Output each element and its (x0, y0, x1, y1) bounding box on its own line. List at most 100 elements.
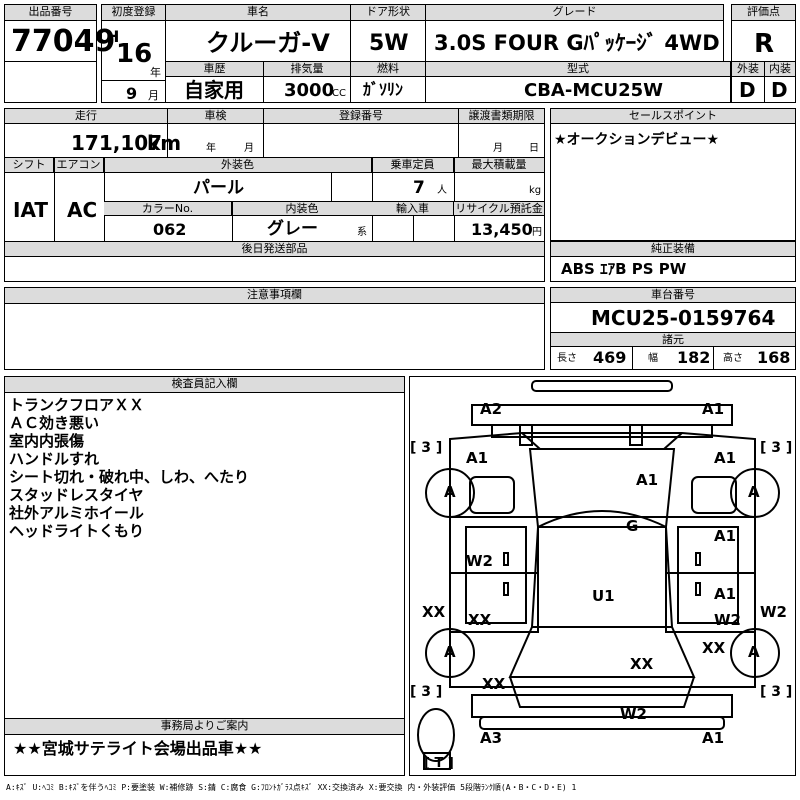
fuel: ｶﾞｿﾘﾝ (363, 80, 404, 99)
transfer-deadline-label: 譲渡書類期限 (459, 109, 544, 124)
grade-label: グレード (426, 5, 723, 21)
model-box: 型式 CBA-MCU25W (425, 61, 731, 103)
exterior-grade-box: 外装 D (731, 61, 765, 103)
reg-number-box: 登録番号 (263, 108, 459, 158)
history-box: 車歴 自家用 (165, 61, 264, 103)
interior-grade-box: 内装 D (764, 61, 796, 103)
grade-box: グレード 3.0S FOUR Gﾊﾟｯｹｰｼﾞ 4WD (425, 4, 724, 62)
equipment-box: 純正装備 ABS ｴｱB PS PW (550, 241, 796, 282)
car-name-label: 車名 (166, 5, 350, 21)
inspector-box: 検査員記入欄 トランクフロアＸＸ ＡＣ効き悪い 室内内張傷 ハンドルすれ シート… (4, 376, 405, 719)
transfer-day-unit: 日 (529, 143, 539, 154)
chassis-number: MCU25-0159764 (591, 306, 776, 330)
fuel-box: 燃料 ｶﾞｿﾘﾝ (350, 61, 426, 103)
mark-rear-bumper: W2 (620, 705, 647, 723)
shift: IAT (13, 198, 49, 222)
color-no: 062 (153, 220, 187, 239)
lot-number: 77049 (11, 24, 116, 59)
inspector-note: ＡＣ効き悪い (9, 414, 100, 432)
mark-fr-fender: A1 (714, 449, 737, 467)
spec-label: 諸元 (551, 332, 795, 347)
door-label: ドア形状 (351, 5, 425, 21)
displacement-unit: CC (332, 88, 346, 99)
mark-windshield: G (626, 517, 639, 535)
inspector-note: スタッドレスタイヤ (9, 486, 144, 504)
mark-left-front-door: W2 (466, 552, 493, 570)
history-label: 車歴 (166, 62, 263, 77)
height-label: 高さ (723, 353, 743, 364)
interior-grade: D (771, 78, 788, 102)
mark-tire-rl: A (444, 643, 456, 661)
shift-label: シフト (5, 158, 54, 173)
mark-right-front-door: A1 (714, 527, 737, 545)
mark-left-rocker: XX (422, 603, 446, 621)
recycle-fee: 13,450 (471, 220, 533, 239)
lot-blank-box (4, 61, 97, 103)
grade: 3.0S FOUR Gﾊﾟｯｹｰｼﾞ 4WD (434, 31, 720, 55)
mark-rear-right: A1 (702, 729, 725, 747)
color-no-label: カラーNo. (104, 201, 232, 216)
inspection-box: 車検 年 月 (167, 108, 264, 158)
equipment-label: 純正装備 (551, 242, 795, 257)
score: R (754, 29, 775, 59)
mark-rear-left: A3 (480, 729, 503, 747)
registration-month: 9 (126, 84, 138, 103)
tire-count-fr: [ 3 ] (760, 440, 793, 456)
inspection-label: 車検 (168, 109, 263, 124)
mark-left-quarter: XX (482, 675, 506, 693)
inspection-month-unit: 月 (244, 143, 254, 154)
mark-tire-fl: A (444, 483, 456, 501)
office-box: 事務局よりご案内 ★★宮城サテライト会場出品車★★ (4, 718, 405, 776)
ac: AC (67, 198, 98, 222)
mark-right-quarter: XX (702, 639, 726, 657)
door-box: ドア形状 5W (350, 4, 426, 62)
length-label: 長さ (557, 353, 577, 364)
mileage-label: 走行 (5, 109, 167, 124)
sales-point-box: セールスポイント ★オークションデビュー★ (550, 108, 796, 241)
inspector-note: トランクフロアＸＸ (9, 396, 145, 414)
reg-number-label: 登録番号 (264, 109, 458, 124)
spare-tire-mark: [ T ] (424, 756, 454, 771)
displacement-box: 排気量 3000 CC (263, 61, 351, 103)
door-type: 5W (369, 31, 409, 56)
max-load-unit: kg (529, 185, 542, 196)
mark-hood: A1 (636, 471, 659, 489)
inspector-note: 室内内張傷 (9, 432, 85, 450)
chassis-label: 車台番号 (551, 288, 795, 303)
exterior-label: 外装 (732, 62, 764, 77)
month-unit: 月 (148, 89, 159, 102)
mark-rear-glass: XX (630, 655, 654, 673)
first-registration-label: 初度登録 (102, 5, 165, 21)
year-unit: 年 (150, 66, 161, 79)
registration-year: 16 (116, 39, 153, 69)
score-label: 評価点 (732, 5, 795, 21)
import-label: 輸入車 (372, 201, 454, 216)
inspector-label: 検査員記入欄 (5, 377, 404, 393)
model-label: 型式 (426, 62, 730, 77)
max-load-label: 最大積載量 (454, 158, 544, 173)
displacement-label: 排気量 (264, 62, 350, 77)
transfer-deadline-box: 譲渡書類期限 月 日 (458, 108, 545, 158)
damage-diagram-box: A2 A1 A1 A1 A1 G A A A A W2 A1 U1 A1 W2 … (409, 376, 796, 776)
width-label: 幅 (648, 353, 658, 364)
inspector-note: ハンドルすれ (9, 450, 100, 468)
displacement: 3000 (284, 80, 335, 101)
interior-label: 内装 (765, 62, 795, 77)
inspector-note: シート切れ・破れ中、しわ、へたり (9, 468, 250, 486)
car-name: クルーガ-V (206, 29, 330, 57)
transfer-month-unit: 月 (493, 143, 503, 154)
lot-number-label: 出品番号 (5, 5, 96, 21)
later-parts-label: 後日発送部品 (5, 242, 544, 257)
ext-color-label: 外装色 (104, 158, 372, 173)
recycle-unit: 円 (532, 227, 542, 238)
width: 182 (677, 348, 711, 367)
mark-right-side: W2 (760, 603, 787, 621)
mark-front-left: A2 (480, 400, 503, 418)
mileage: 171,107 (71, 131, 163, 155)
car-diagram-svg (417, 380, 780, 770)
mileage-unit: km (147, 131, 182, 155)
mileage-box: 走行 171,107 km (4, 108, 181, 158)
later-parts-box: 後日発送部品 (4, 241, 545, 282)
mark-front-right: A1 (702, 400, 725, 418)
history: 自家用 (184, 78, 244, 102)
